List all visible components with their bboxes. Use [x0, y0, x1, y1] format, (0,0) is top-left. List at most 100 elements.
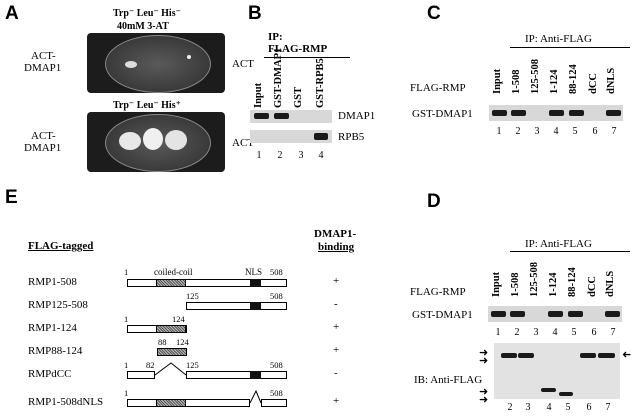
panel-c-letter: C	[427, 3, 441, 24]
panel-d-lane-num-bot-7: 7	[605, 402, 611, 413]
panel-d-lane-label-5: 88-124	[567, 267, 578, 297]
band-c-lane2	[511, 110, 526, 116]
panel-b-blot-rpb5	[250, 130, 332, 143]
panel-b-row2-label: RPB5	[338, 131, 365, 143]
coiled-coil-label: coiled-coil	[154, 267, 193, 277]
plate2-title: Trp⁻ Leu⁻ His⁺	[113, 100, 181, 111]
panel-d-lane-num-bot-5: 5	[565, 402, 571, 413]
band-d-top-lane7	[605, 311, 620, 317]
band-c-lane4	[549, 110, 564, 116]
panel-b-lane-num-1: 1	[256, 150, 262, 161]
construct-name-1: RMP1-508	[28, 276, 77, 288]
construct-bar-1	[127, 279, 287, 287]
plate2-colony-1	[119, 132, 141, 150]
band-d-bot-lane5	[559, 392, 573, 396]
construct-name-6: RMP1-508dNLS	[28, 396, 104, 408]
band-c-lane5	[569, 110, 584, 116]
panel-c-ip-label: IP: Anti-FLAG	[525, 33, 592, 45]
panel-b-ip-underline	[264, 57, 350, 58]
construct-bar-2	[186, 302, 287, 310]
construct-nls-1	[250, 279, 261, 287]
panel-b-lane-label-1: Input	[253, 82, 264, 108]
panel-d-ip-label: IP: Anti-FLAG	[525, 238, 592, 250]
panel-d-lane-num-top-7: 7	[610, 327, 616, 338]
panel-d-lane-num-bot-2: 2	[507, 402, 513, 413]
panel-b-row1-label: DMAP1	[338, 110, 376, 122]
panel-d-lane-num-bot-6: 6	[586, 402, 592, 413]
plate1-title-line2: 40mM 3-AT	[117, 21, 169, 32]
construct-cc-1	[156, 279, 186, 287]
panel-b-lane-label-4: GST-RPB5	[315, 58, 326, 108]
panel-e-header-right-l2: binding	[318, 241, 355, 253]
binding-1: +	[333, 275, 340, 287]
plate1-left-label-l2: DMAP1	[24, 62, 62, 74]
band-d-top-lane2	[510, 311, 525, 317]
panel-d-lane-num-bot-4: 4	[546, 402, 552, 413]
band-d-bot-lane7	[598, 353, 615, 358]
panel-d-blot-bottom	[494, 343, 620, 399]
plate1-colony	[125, 61, 137, 68]
panel-c-flag-rmp: FLAG-RMP	[410, 82, 466, 94]
panel-d-ib-label: IB: Anti-FLAG	[414, 374, 483, 386]
panel-d-row-label: GST-DMAP1	[412, 309, 473, 321]
panel-c-lane-num-3: 3	[534, 126, 540, 137]
nls-label: NLS	[245, 267, 263, 277]
band-d-bot-lane6	[580, 353, 596, 358]
panel-b-lane-num-2: 2	[277, 150, 283, 161]
panel-c-lane-label-7: dNLS	[606, 67, 617, 94]
construct-name-3: RMP1-124	[28, 322, 77, 334]
panel-d-lane-label-7: dNLS	[605, 270, 616, 297]
construct-name-4: RMP88-124	[28, 345, 83, 357]
panel-d-flag-rmp: FLAG-RMP	[410, 286, 466, 298]
plate2-left-label-l1: ACT-	[31, 130, 56, 142]
panel-d-blot-top	[488, 306, 622, 322]
plate2-image	[87, 112, 225, 172]
num-2-start: 125	[186, 291, 199, 301]
arrow-icon-right: ➜	[622, 349, 632, 361]
panel-d-letter: D	[427, 191, 441, 212]
plate1-image	[87, 33, 225, 93]
band-d-top-lane5	[568, 311, 583, 317]
binding-3: +	[333, 321, 340, 333]
construct-nls-5	[250, 371, 261, 379]
panel-c-lane-label-1: Input	[492, 68, 503, 94]
num-5-start: 1	[124, 360, 129, 370]
panel-c-lane-label-5: 88-124	[568, 64, 579, 94]
num-1-start: 1	[124, 267, 129, 277]
band-d-bot-lane4	[541, 388, 556, 392]
arrow-icon-left-bottom-1: ➜	[479, 386, 489, 398]
plate1-colony-faint	[187, 55, 191, 59]
panel-c-lane-label-2: 1-508	[511, 69, 522, 95]
panel-d-lane-label-4: 1-124	[548, 272, 559, 298]
arrow-icon-left-top-2: ➜	[479, 355, 489, 367]
plate1-title-line1: Trp⁻ Leu⁻ His⁻	[113, 8, 181, 19]
panel-b-letter: B	[248, 3, 262, 24]
band-c-lane1	[492, 110, 507, 116]
plate2-right-label: ACT	[232, 137, 254, 149]
construct-name-5: RMPdCC	[28, 368, 72, 380]
num-6-end: 508	[270, 388, 283, 398]
panel-e-letter: E	[5, 187, 18, 208]
arrow-icon-left-bottom-2: ➜	[479, 394, 489, 406]
construct-bar-5b	[186, 371, 287, 379]
panel-b-lane-num-4: 4	[318, 150, 324, 161]
panel-c-lane-label-6: dCC	[588, 72, 599, 94]
panel-c-lane-label-4: 1-124	[549, 69, 560, 95]
panel-a-letter: A	[5, 3, 19, 24]
binding-4: +	[333, 344, 340, 356]
plate2-colony-3	[165, 130, 187, 150]
band-b-dmap1-lane2	[274, 113, 289, 119]
panel-c-row-label: GST-DMAP1	[412, 108, 473, 120]
panel-d-ip-underline	[510, 251, 630, 252]
binding-5: -	[334, 367, 338, 379]
panel-b-lane-num-3: 3	[298, 150, 304, 161]
panel-d-lane-label-6: dCC	[587, 275, 598, 297]
band-d-top-lane4	[548, 311, 563, 317]
plate2-colony-2	[143, 128, 163, 150]
panel-c-ip-underline	[510, 47, 630, 48]
num-3-end: 124	[172, 314, 185, 324]
panel-e-header-left: FLAG-tagged	[28, 240, 94, 252]
panel-d-lane-num-top-5: 5	[571, 327, 577, 338]
binding-6: +	[333, 395, 340, 407]
num-5-125: 125	[186, 360, 199, 370]
